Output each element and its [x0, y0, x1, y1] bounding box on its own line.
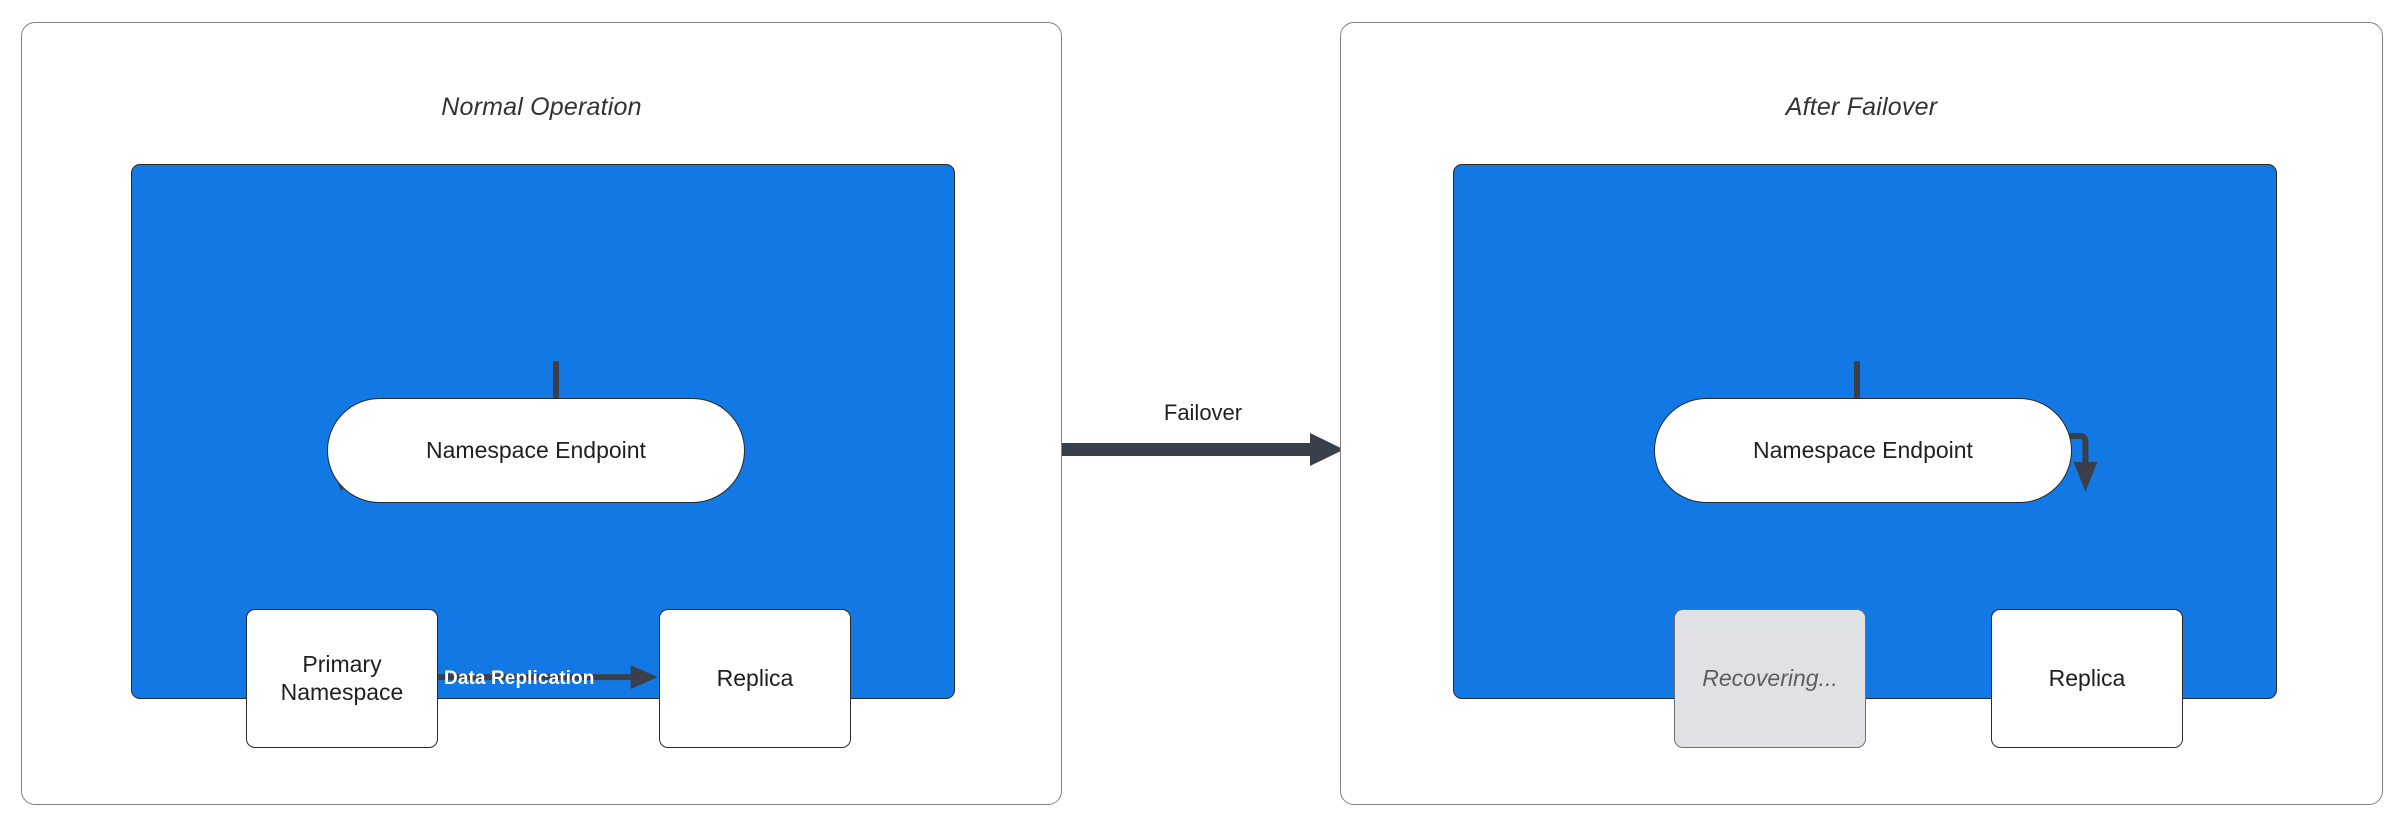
node-label: Replica	[2048, 664, 2126, 691]
failover-arrow-shaft	[1062, 443, 1314, 456]
region-primary-zone: Namespace Endpoint Primary Namespace Rep…	[131, 164, 955, 748]
panel-title-normal-operation: Normal Operation	[441, 93, 642, 121]
panel-title-after-failover: After Failover	[1785, 93, 1938, 121]
node-namespace-endpoint-normal[interactable]: Namespace Endpoint	[327, 398, 745, 503]
node-primary-namespace[interactable]: Primary Namespace	[246, 609, 438, 748]
node-namespace-endpoint-failover[interactable]: Namespace Endpoint	[1654, 398, 2072, 503]
node-label: Replica	[716, 664, 794, 691]
node-label-line-1: Primary	[302, 650, 382, 677]
failover-arrow-icon	[1062, 433, 1344, 466]
node-recovering[interactable]: Recovering...	[1674, 609, 1866, 748]
panel-normal-operation: Normal Operation Namespace Endpoint Prim…	[21, 22, 1062, 805]
node-label: Namespace Endpoint	[1753, 436, 1973, 463]
edge-endpoint-to-replica-arrowhead	[2073, 461, 2098, 492]
node-replica-normal[interactable]: Replica	[659, 609, 851, 748]
node-label-line-2: Namespace	[280, 678, 404, 705]
failover-transition: Failover	[1062, 400, 1344, 490]
region-failover-zone: Namespace Endpoint Recovering... Replica	[1453, 164, 2277, 748]
failover-arrow-head	[1310, 433, 1344, 466]
failover-transition-label: Failover	[1163, 400, 1243, 425]
panel-after-failover: After Failover Namespace Endpoint Recove…	[1340, 22, 2383, 805]
edge-primary-to-replica-arrowhead	[630, 665, 658, 690]
node-label: Recovering...	[1702, 664, 1838, 691]
node-label: Namespace Endpoint	[426, 436, 646, 463]
edge-label-data-replication: Data Replication	[444, 668, 595, 689]
node-label-multiline: Primary Namespace	[281, 651, 404, 706]
node-replica-promoted[interactable]: Replica	[1991, 609, 2183, 748]
